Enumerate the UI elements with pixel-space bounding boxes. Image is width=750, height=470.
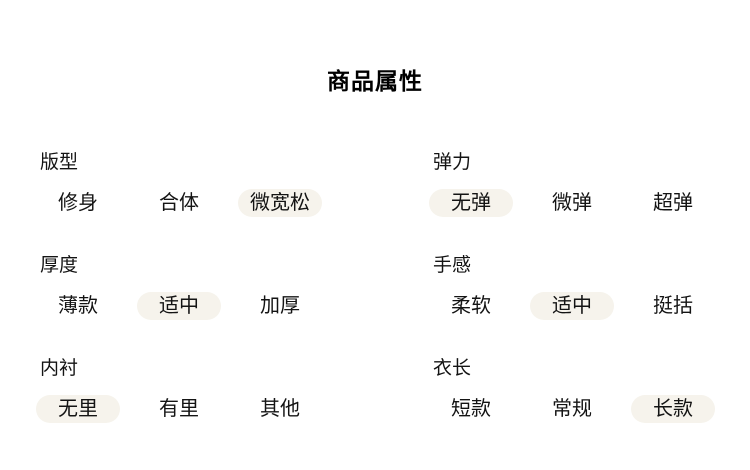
attribute-group-feel: 手感柔软 适中 挺括	[375, 255, 750, 320]
option-fit-0[interactable]: 修身	[58, 192, 98, 214]
option-thickness-1[interactable]: 适中	[137, 292, 221, 320]
option-length-2[interactable]: 长款	[631, 395, 715, 423]
option-feel-2[interactable]: 挺括	[653, 295, 693, 317]
option-fit-2[interactable]: 微宽松	[238, 189, 322, 217]
group-label-fit: 版型	[40, 152, 79, 173]
option-lining-1[interactable]: 有里	[159, 398, 199, 420]
option-lining-2[interactable]: 其他	[260, 398, 300, 420]
options-row-thickness: 薄款 适中 加厚	[36, 292, 375, 320]
group-label-thickness: 厚度	[40, 255, 79, 276]
attribute-group-elasticity: 弹力无弹 微弹 超弹	[375, 152, 750, 217]
option-fit-1[interactable]: 合体	[159, 192, 199, 214]
option-length-1[interactable]: 常规	[552, 398, 592, 420]
option-feel-0[interactable]: 柔软	[451, 295, 491, 317]
group-label-lining: 内衬	[40, 358, 79, 379]
option-thickness-0[interactable]: 薄款	[58, 295, 98, 317]
option-elasticity-0[interactable]: 无弹	[429, 189, 513, 217]
attribute-group-thickness: 厚度薄款 适中 加厚	[0, 255, 375, 320]
group-label-feel: 手感	[433, 255, 472, 276]
group-label-length: 衣长	[433, 358, 472, 379]
options-row-lining: 无里 有里 其他	[36, 395, 375, 423]
attribute-group-fit: 版型修身 合体 微宽松	[0, 152, 375, 217]
attribute-group-length: 衣长短款 常规 长款	[375, 358, 750, 423]
option-elasticity-2[interactable]: 超弹	[653, 192, 693, 214]
options-row-feel: 柔软 适中 挺括	[429, 292, 750, 320]
options-row-elasticity: 无弹 微弹 超弹	[429, 189, 750, 217]
option-thickness-2[interactable]: 加厚	[260, 295, 300, 317]
group-label-elasticity: 弹力	[433, 152, 472, 173]
attribute-groups: 版型修身 合体 微宽松 弹力无弹 微弹 超弹厚度薄款 适中 加厚 手感柔软 适中 挺括内衬无里 有里 其…	[0, 152, 750, 423]
option-feel-1[interactable]: 适中	[530, 292, 614, 320]
options-row-fit: 修身 合体 微宽松	[36, 189, 375, 217]
option-length-0[interactable]: 短款	[451, 398, 491, 420]
attribute-group-lining: 内衬无里 有里 其他	[0, 358, 375, 423]
option-elasticity-1[interactable]: 微弹	[552, 192, 592, 214]
options-row-length: 短款 常规 长款	[429, 395, 750, 423]
option-lining-0[interactable]: 无里	[36, 395, 120, 423]
page-title: 商品属性	[327, 68, 423, 94]
